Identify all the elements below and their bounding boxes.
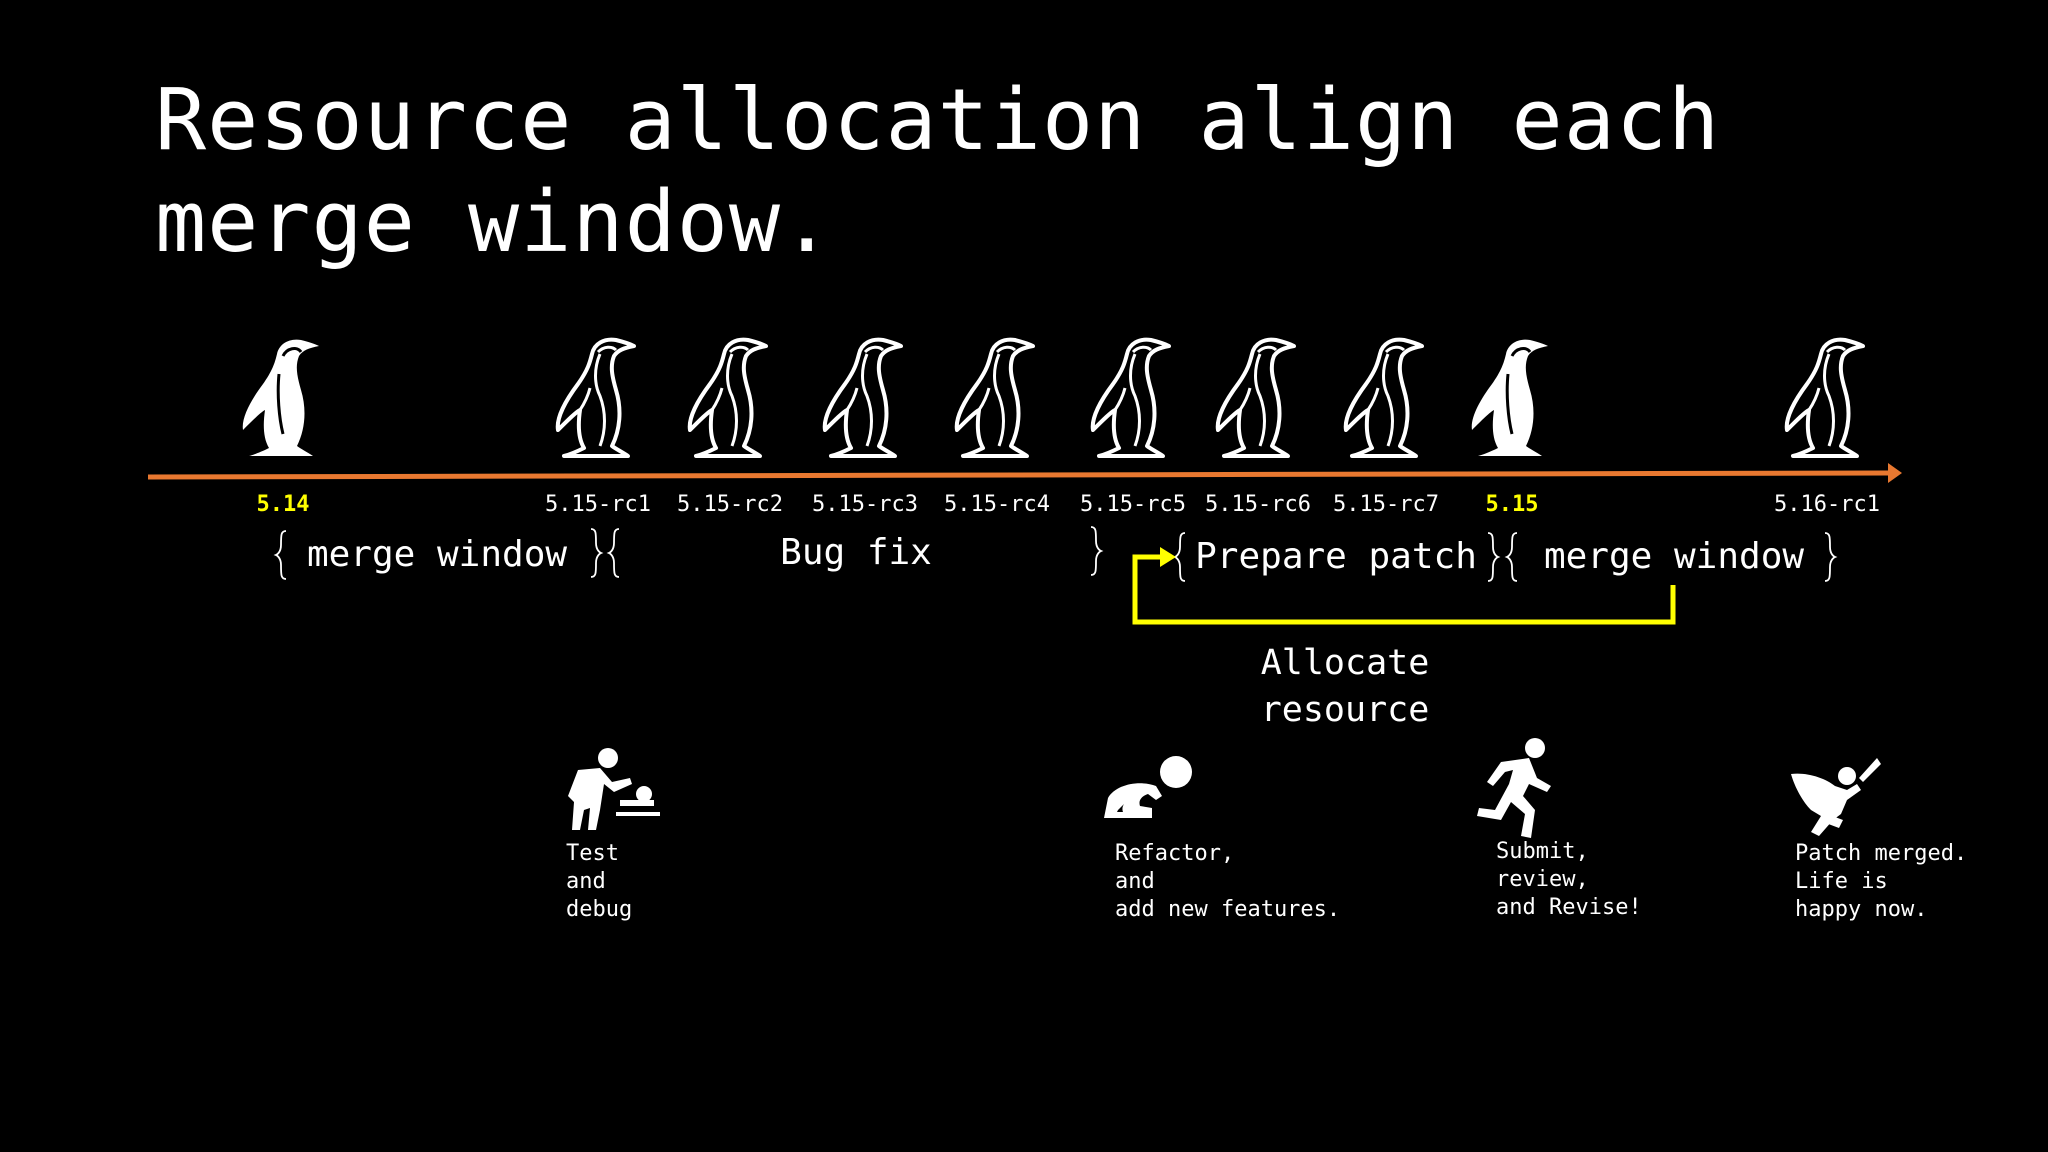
- timeline-arrow: [147, 470, 1889, 480]
- release-label: 5.15-rc7: [1333, 492, 1439, 517]
- allocate-arrowhead: [1160, 547, 1176, 567]
- allocate-line-2: resource: [1260, 690, 1430, 730]
- slide-title: Resource allocation align each merge win…: [155, 70, 1720, 274]
- brace-close: [1090, 526, 1104, 576]
- penguin-row: [241, 337, 1865, 458]
- penguin-icon: [822, 337, 903, 458]
- penguin-icon: [1215, 337, 1296, 458]
- allocate-line-1: Allocate: [1260, 643, 1430, 683]
- release-label: 5.15: [1485, 492, 1539, 517]
- caption-line: and: [1115, 869, 1155, 894]
- caption-test-debug: Test and debug: [566, 840, 632, 924]
- release-label: 5.15-rc4: [944, 492, 1050, 517]
- title-line-2: merge window.: [155, 173, 834, 272]
- title-line-1: Resource allocation align each: [155, 71, 1721, 170]
- brace-close: [590, 528, 604, 578]
- caption-patch-merged: Patch merged. Life is happy now.: [1795, 840, 1967, 924]
- caption-line: Refactor,: [1115, 841, 1235, 866]
- allocate-bracket: [1132, 554, 1676, 625]
- timeline-arrowhead: [1888, 463, 1902, 483]
- release-label: 5.15-rc2: [677, 492, 783, 517]
- phase-prepare-patch: Prepare patch: [1195, 536, 1477, 577]
- release-label: 5.15-rc3: [812, 492, 918, 517]
- release-label: 5.15-rc1: [545, 492, 651, 517]
- penguin-icon: [687, 337, 768, 458]
- caption-line: debug: [566, 897, 633, 922]
- caption-submit: Submit, review, and Revise!: [1496, 838, 1642, 922]
- brace-close: [1824, 532, 1838, 582]
- caption-line: review,: [1496, 867, 1589, 892]
- release-label: 5.16-rc1: [1774, 492, 1880, 517]
- caption-line: Life is: [1795, 869, 1888, 894]
- flying-superhero-icon: [1791, 758, 1881, 836]
- brace-close: [1487, 532, 1501, 582]
- penguin-icon: [1343, 337, 1424, 458]
- brace-open: [606, 528, 620, 578]
- baby-changing-icon: [568, 748, 660, 830]
- brace-open: [1504, 532, 1518, 582]
- penguin-icon: [1470, 338, 1550, 458]
- caption-refactor: Refactor, and add new features.: [1115, 840, 1340, 924]
- caption-line: Patch merged.: [1795, 841, 1968, 866]
- penguin-icon: [954, 337, 1035, 458]
- penguin-icon: [1090, 337, 1171, 458]
- release-label: 5.15-rc5: [1080, 492, 1186, 517]
- caption-line: and Revise!: [1496, 895, 1642, 920]
- allocate-resource-label: Allocate resource: [1261, 640, 1430, 734]
- running-person-icon: [1477, 738, 1551, 838]
- caption-line: Submit,: [1496, 839, 1589, 864]
- caption-line: Test: [566, 841, 619, 866]
- penguin-icon: [1784, 337, 1865, 458]
- release-label: 5.14: [256, 492, 310, 517]
- phase-merge-window-1: merge window: [306, 534, 568, 575]
- brace-open: [1172, 532, 1186, 582]
- caption-line: happy now.: [1795, 897, 1928, 922]
- crawling-baby-icon: [1104, 756, 1192, 818]
- penguin-icon: [555, 337, 636, 458]
- phase-bug-fix: Bug fix: [780, 532, 932, 573]
- phase-merge-window-2: merge window: [1543, 536, 1805, 577]
- caption-line: add new features.: [1115, 897, 1341, 922]
- penguin-icon: [241, 338, 321, 458]
- brace-open: [273, 530, 287, 580]
- release-label: 5.15-rc6: [1205, 492, 1311, 517]
- caption-line: and: [566, 869, 606, 894]
